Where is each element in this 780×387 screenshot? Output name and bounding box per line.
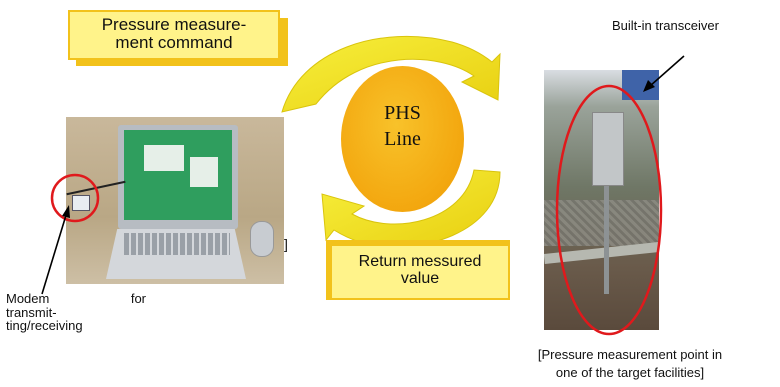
command-label-line: ment command [115,32,233,52]
return-bubble: Return messured value [330,244,510,300]
facility-photo [544,70,659,330]
phs-line-oval [341,66,464,212]
caption-line: one of the target facilities] [555,364,705,380]
command-bubble: Pressure measure- ment command [68,10,280,60]
gravel-bed [544,200,659,246]
modem-highlight-circle [50,173,100,223]
laptop-modem-photo [66,117,284,284]
phs-line-label: PHS Line [341,100,464,152]
phs-label-line: Line [384,128,421,150]
modem-label-line: transmit- [6,304,57,320]
mouse [250,221,274,257]
arrow-icon [643,80,655,92]
transceiver-label: Built-in transceiver [612,18,719,33]
screen-window [144,145,184,171]
transceiver-highlight-circle [555,84,663,336]
pole [604,184,609,294]
command-label-line: Pressure measure- [101,15,247,34]
arrow-icon [62,205,70,218]
phs-label-line: PHS [384,102,421,124]
curved-arrow-icon [281,35,501,113]
measurement-point-caption: [Pressure measurement point in one of th… [484,346,776,381]
transceiver-box [592,112,624,186]
modem-label-word: for [130,291,146,306]
modem-label: Modem for transmit- ting/receiving [6,292,156,333]
modem-label-word: Modem [6,291,50,306]
curved-arrow-icon [321,169,501,248]
caption-line: [Pressure measurement point in [537,347,723,362]
modem-label-line: ting/receiving [6,318,83,334]
arrow-icon [41,211,68,295]
return-label-line: Return messured [358,253,482,270]
screen-window [190,157,218,187]
stray-bracket: ] [284,236,288,252]
laptop-keyboard [124,233,230,255]
modem-device [72,195,90,211]
return-label-line: value [400,269,440,287]
arrow-icon [649,55,685,87]
